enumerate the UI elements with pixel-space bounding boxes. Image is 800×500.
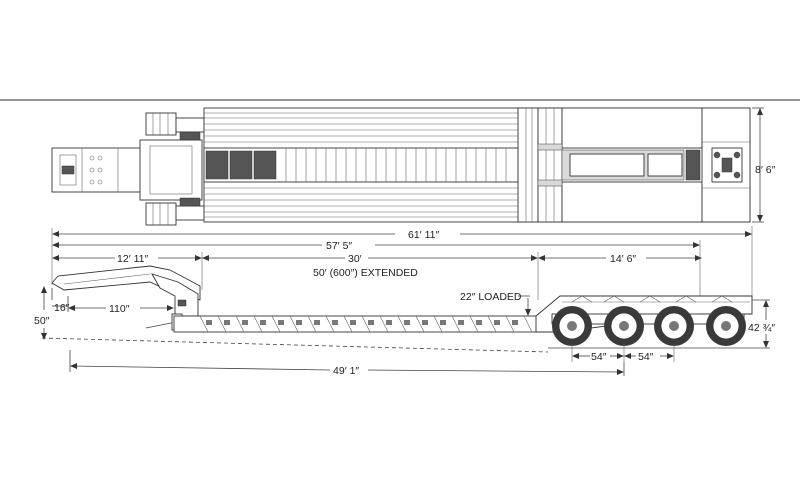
well-length-dimension: 30′ 50′ (600″) EXTENDED bbox=[202, 253, 538, 279]
kingpin-to-axle-dimension: 49′ 1″ bbox=[69, 350, 625, 377]
extended-label: 50′ (600″) EXTENDED bbox=[313, 267, 418, 279]
axle-spacing-dimension: 54″ 54″ bbox=[571, 344, 675, 363]
rear-deck-height-dimension: 42 ¾″ bbox=[748, 299, 775, 349]
rear-deck-dimension: 14′ 6″ bbox=[538, 253, 702, 265]
axle-spacing-2-label: 54″ bbox=[638, 351, 654, 363]
wheel bbox=[604, 306, 644, 346]
width-dimension: 8′ 6″ bbox=[752, 107, 776, 223]
fifth-wheel-height-dimension: 50″ bbox=[34, 286, 50, 340]
axle-spacing-1-label: 54″ bbox=[591, 351, 607, 363]
wheel bbox=[552, 306, 592, 346]
neck-length-label: 110″ bbox=[109, 303, 130, 315]
extension-lines bbox=[51, 226, 753, 300]
deck-length-label: 57′ 5″ bbox=[326, 240, 352, 252]
deck-length-dimension: 57′ 5″ bbox=[52, 240, 700, 252]
overall-length-label: 61′ 11″ bbox=[408, 229, 439, 241]
loaded-height-label: 22″ LOADED bbox=[460, 291, 522, 303]
fifth-wheel-height-label: 50″ bbox=[34, 315, 50, 327]
well-length-label: 30′ bbox=[348, 253, 362, 265]
kingpin-offset-dimension: 16″ bbox=[51, 288, 70, 314]
top-view bbox=[51, 107, 751, 226]
loaded-height-callout: 22″ LOADED bbox=[460, 291, 531, 316]
kingpin-to-axle-label: 49′ 1″ bbox=[333, 365, 359, 377]
gooseneck-length-dimension: 12′ 11″ bbox=[52, 253, 202, 265]
side-view bbox=[41, 265, 753, 353]
rear-deck-height-label: 42 ¾″ bbox=[748, 322, 775, 334]
width-label: 8′ 6″ bbox=[755, 164, 776, 176]
kingpin-offset-label: 16″ bbox=[54, 302, 70, 314]
wheel bbox=[654, 306, 694, 346]
overall-length-dimension: 61′ 11″ bbox=[52, 229, 752, 241]
neck-length-dimension: 110″ bbox=[68, 303, 174, 315]
gooseneck-length-label: 12′ 11″ bbox=[117, 253, 148, 265]
wheel bbox=[706, 306, 746, 346]
rear-deck-label: 14′ 6″ bbox=[610, 253, 636, 265]
